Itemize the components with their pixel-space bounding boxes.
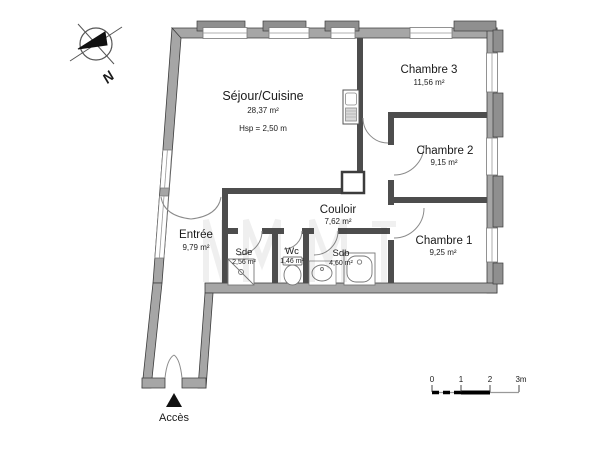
room-label-sde: Sde <box>236 247 253 258</box>
sde-door-arc <box>237 230 263 256</box>
room-area-chambre2: 9,15 m² <box>430 158 457 167</box>
wc-door-arc <box>283 230 303 250</box>
door-arcs <box>160 117 425 379</box>
washbasin-icon <box>308 260 337 286</box>
room-label-couloir: Couloir <box>320 204 357 216</box>
room-area-chambre1: 9,25 m² <box>429 248 456 257</box>
room-label-sdb: Sdb <box>333 248 350 259</box>
room-area-couloir: 7,62 m² <box>324 217 351 226</box>
room-area-chambre3: 11,56 m² <box>414 78 445 87</box>
windows-left-slant <box>154 149 173 259</box>
room-area-entree: 9,79 m² <box>182 243 209 252</box>
chambre2-door-arc <box>393 144 425 176</box>
room-label-entree: Entrée <box>179 229 213 241</box>
access-door-arc <box>164 354 183 379</box>
bathtub-icon <box>343 252 376 286</box>
chambre1-door-arc <box>393 207 425 239</box>
entry-door-arc-right <box>190 196 222 220</box>
scale-tick-1: 1 <box>459 375 464 384</box>
windows-right <box>486 29 504 285</box>
room-label-wc: Wc <box>285 246 299 257</box>
room-area-wc: 1,46 m² <box>280 258 304 265</box>
compass-icon <box>69 23 123 65</box>
scale-tick-3m: 3m <box>515 375 526 384</box>
access-arrow-icon <box>166 393 182 407</box>
room-label-sejour: Séjour/Cuisine <box>222 89 303 103</box>
room-area-sejour: 28,37 m² <box>247 106 279 115</box>
room-label-chambre2: Chambre 2 <box>417 145 474 157</box>
sdb-door-arc <box>313 230 339 256</box>
duct-box <box>340 170 366 195</box>
scale-tick-0: 0 <box>430 375 435 384</box>
scale-bar: 0 1 2 3m <box>430 375 527 395</box>
room-area-sdb: 4,60 m² <box>329 260 353 267</box>
interior-walls <box>222 38 487 283</box>
windows-top <box>196 20 497 39</box>
toilet-icon <box>282 256 303 286</box>
north-label: N <box>99 67 118 86</box>
watermark <box>203 218 396 283</box>
shower-icon <box>227 258 255 286</box>
room-area-sde: 2,56 m² <box>232 259 256 266</box>
access-label: Accès <box>159 412 189 424</box>
kitchen-sink-icon <box>342 89 360 125</box>
chambre3-door-arc <box>362 117 389 144</box>
ceiling-height-note: Hsp = 2,50 m <box>239 124 287 133</box>
entry-door-arc-left <box>160 196 192 220</box>
room-label-chambre3: Chambre 3 <box>401 64 458 76</box>
room-label-chambre1: Chambre 1 <box>416 235 473 247</box>
scale-tick-2: 2 <box>488 375 493 384</box>
